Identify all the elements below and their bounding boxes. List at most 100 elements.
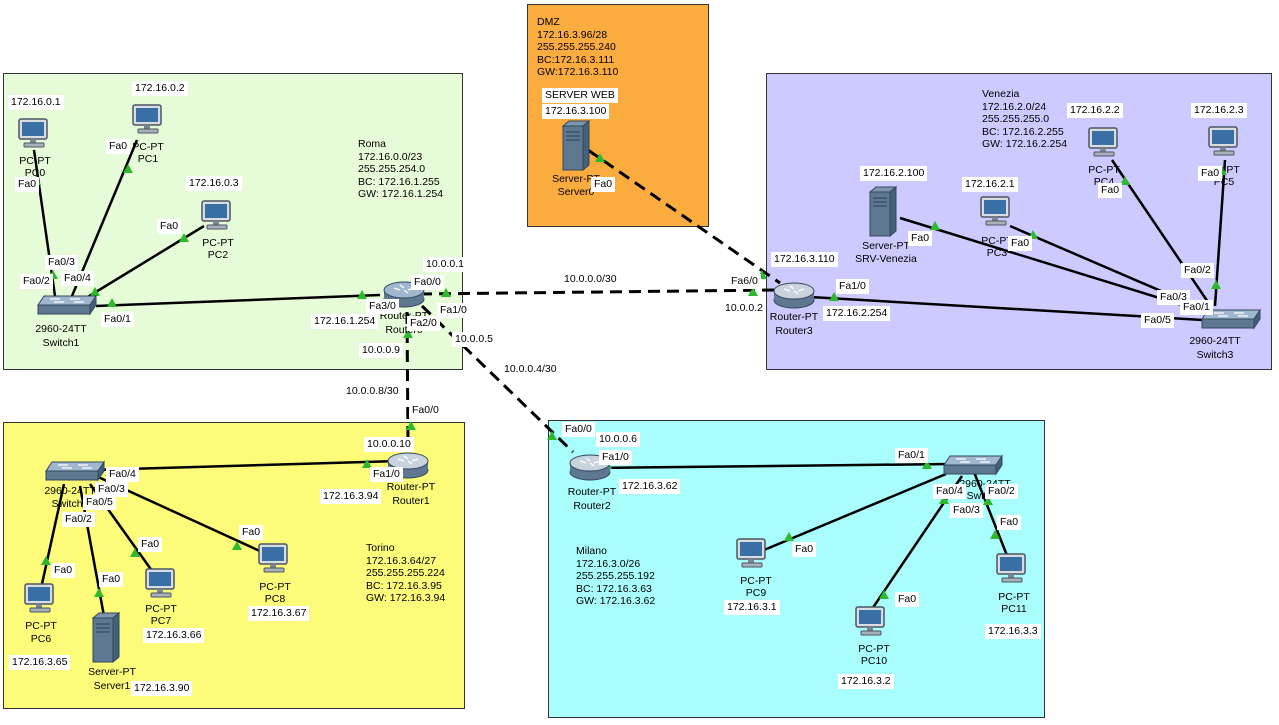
port-label: Fa0 [591,177,616,192]
srv-venezia-type: Server-PT [862,240,910,252]
pc1-icon[interactable] [130,104,166,136]
r3-fa10-ip: 172.16.2.254 [823,306,891,321]
switch3-type: 2960-24TT [1189,335,1241,347]
link-up-indicator [232,541,242,550]
pc10-icon[interactable] [853,606,889,638]
torino-subnet-note: Torino 172.16.3.64/27 255.255.255.224 BC… [366,542,446,604]
switch2-icon[interactable] [942,454,1004,476]
pc1-ip: 172.16.0.2 [132,81,188,96]
pc3-name: PC3 [986,247,1008,259]
port-label: Fa0/4 [61,271,94,286]
pc2-icon[interactable] [199,200,235,232]
pc4-icon[interactable] [1086,127,1122,159]
r3-dmz-gw-ip: 172.16.3.110 [771,252,838,267]
pc6-name: PC6 [30,633,52,645]
port-label: Fa0 [239,525,264,540]
port-label: Fa0 [895,592,920,607]
switch0-icon[interactable] [44,460,106,482]
link-up-indicator [922,460,932,469]
port-label: Fa0 [99,572,124,587]
pc2-type: PC-PT [202,237,234,249]
port-label: Fa0 [1198,166,1223,181]
r1-fa10-ip: 172.16.3.94 [320,489,382,504]
switch1-icon[interactable] [36,294,98,316]
port-label: Fa0/2 [62,512,95,527]
pc2-name: PC2 [207,249,229,261]
port-label: Fa0 [157,219,182,234]
r2-fa00-ip: 10.0.0.6 [596,432,640,447]
port-label: Fa0/4 [933,484,966,499]
pc11-type: PC-PT [998,591,1030,603]
pc8-icon[interactable] [256,543,292,575]
server0-name: Server0 [557,186,595,198]
link-up-indicator [939,495,949,504]
port-label: Fa0/5 [1141,313,1174,328]
link-up-indicator [983,496,993,505]
link-up-indicator [403,329,413,338]
link-up-indicator [357,290,367,299]
switch0-name: Switch0 [51,498,89,510]
pc5-type: PC-PT [1208,164,1240,176]
area-roma [3,73,463,370]
port-label: Fa0/1 [1180,300,1213,315]
pc2-ip: 172.16.0.3 [186,176,242,191]
link-up-indicator [784,532,794,541]
pc0-name: PC0 [24,167,46,179]
pc3-ip: 172.16.2.1 [962,177,1018,192]
r0-fa30-ip: 172.16.1.254 [311,314,379,329]
net-r0-r2-label: 10.0.0.4/30 [501,362,560,377]
pc5-icon[interactable] [1206,126,1242,158]
pc6-type: PC-PT [25,620,57,632]
port-label: Fa0/0 [409,403,442,418]
pc6-ip: 172.16.3.65 [9,655,71,670]
pc9-ip: 172.16.3.1 [724,600,780,615]
pc7-icon[interactable] [143,568,179,600]
pc4-type: PC-PT [1088,164,1120,176]
pc6-icon[interactable] [22,583,58,615]
link-switch2-pc11 [972,471,1010,559]
server1-icon[interactable] [91,612,121,664]
switch1-name: Switch1 [42,337,80,349]
pc11-icon[interactable] [994,553,1030,585]
router3-icon[interactable] [772,280,816,310]
port-label: Fa1/0 [437,303,470,318]
pc9-icon[interactable] [734,538,770,570]
link-switch1-router0 [95,293,381,308]
router1-icon[interactable] [386,450,430,480]
port-label: Fa2/0 [407,316,440,331]
router3-name: Router3 [775,325,813,337]
link-up-indicator [748,287,758,296]
port-label: Fa0 [106,139,131,154]
net-r0-r1-label: 10.0.0.8/30 [343,384,402,399]
switch3-icon[interactable] [1200,308,1262,330]
router2-name: Router2 [573,500,611,512]
link-up-indicator [123,164,133,173]
pc0-type: PC-PT [19,155,51,167]
pc3-icon[interactable] [978,196,1014,228]
server1-type: Server-PT [88,666,136,678]
pc0-icon[interactable] [16,118,52,150]
pc8-ip: 172.16.3.67 [248,606,310,621]
pc0-ip: 172.16.0.1 [8,95,64,110]
link-up-indicator [990,530,1000,539]
port-label: Fa0/2 [1181,263,1214,278]
pc5-ip: 172.16.2.3 [1191,103,1247,118]
link-srv-venezia-switch3 [899,216,1206,314]
port-label: Fa1/0 [599,450,632,465]
pc8-type: PC-PT [259,581,291,593]
port-label: Fa0/2 [985,484,1018,499]
link-pc0-switch1 [32,149,57,297]
link-up-indicator [547,431,557,440]
srv-venezia-icon[interactable] [868,186,898,238]
server0-icon[interactable] [561,120,591,172]
port-label: Fa0/5 [83,495,116,510]
pc4-ip: 172.16.2.2 [1067,103,1123,118]
port-label: Fa1/0 [370,467,403,482]
pc7-name: PC7 [150,615,172,627]
port-label: Fa0/2 [20,274,53,289]
port-label: Fa1/0 [836,279,869,294]
switch3-name: Switch3 [1196,349,1234,361]
switch0-type: 2960-24TT [44,485,96,497]
port-label: Fa0/3 [45,255,78,270]
link-up-indicator [179,233,189,242]
